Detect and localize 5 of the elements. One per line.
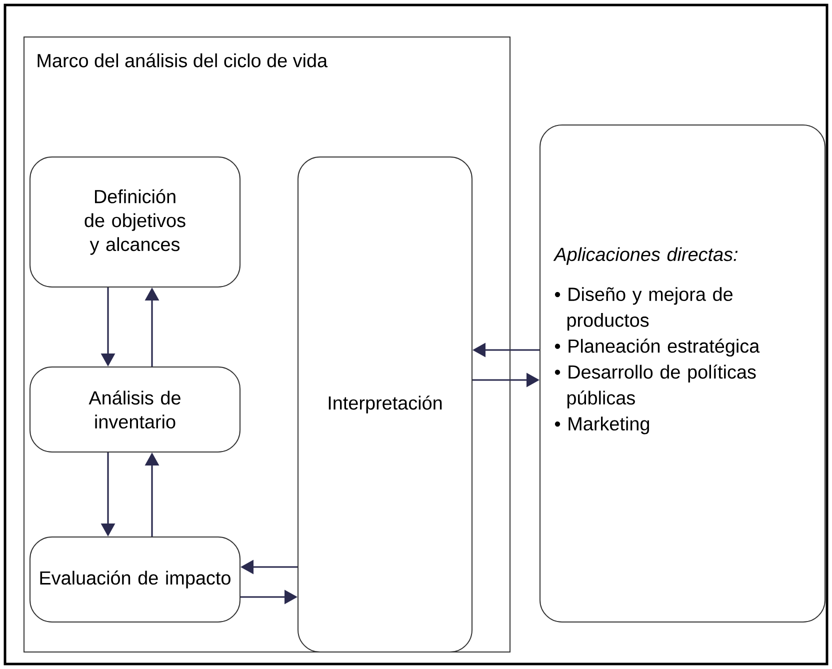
stage-box: Evaluación de impacto bbox=[30, 536, 240, 622]
stage-box: Análisis de inventario bbox=[30, 366, 240, 452]
stage-box: Definición de objetivos y alcances bbox=[30, 156, 240, 288]
application-box: Aplicaciones directas: • Diseño y mejora de productos • Planeación estratégica • Desarrollo de políticas públicas • Marketing bbox=[540, 124, 826, 622]
stage-box: Interpretación bbox=[298, 156, 472, 652]
